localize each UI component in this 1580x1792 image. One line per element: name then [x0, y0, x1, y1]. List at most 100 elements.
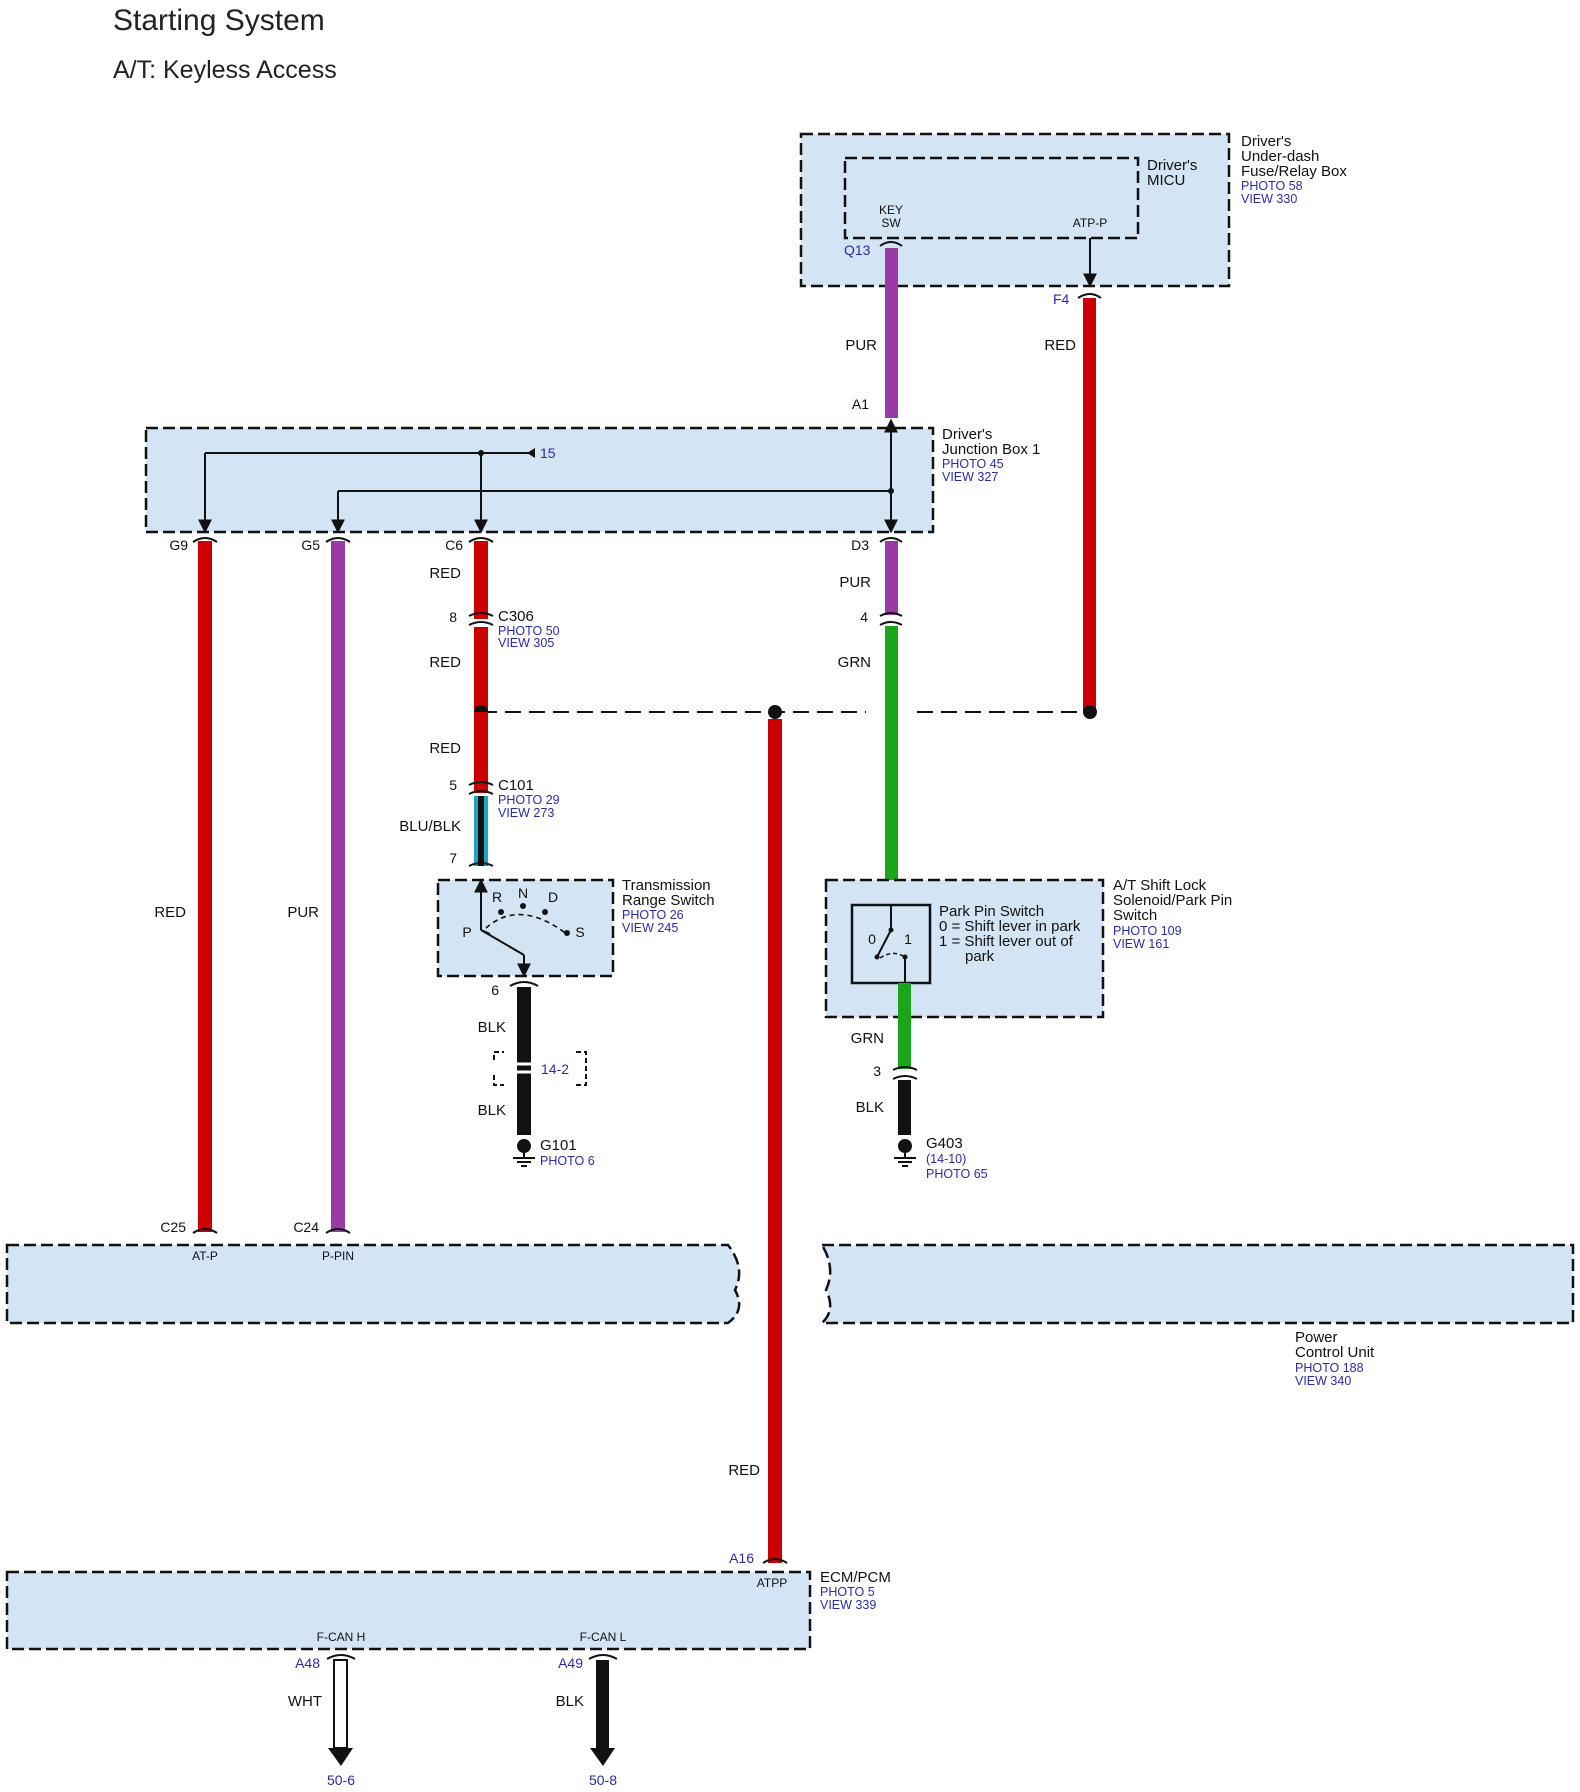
- wire-g9: [198, 541, 212, 1232]
- wire-label-c101: BLU/BLK: [399, 818, 461, 835]
- pcu-name1: Power: [1295, 1329, 1338, 1346]
- shift-lock-pin-out: 3: [873, 1063, 881, 1079]
- junction-box-photo: PHOTO 45: [942, 457, 1004, 471]
- trs-p: P: [462, 924, 471, 940]
- shift-lock-name1: A/T Shift Lock: [1113, 877, 1207, 894]
- park-pin-zero: 0: [868, 931, 876, 947]
- wire-trs-g101: [517, 987, 531, 1135]
- pcu-ppin-label: P-PIN: [322, 1249, 354, 1263]
- wire-ecm-atpp: [768, 719, 782, 1563]
- wire-label-wht: WHT: [288, 1693, 322, 1710]
- junction-ref-15: 15: [540, 445, 556, 461]
- ecm-atpp-label: ATPP: [757, 1576, 787, 1590]
- wire-label-c101-top: RED: [429, 740, 461, 757]
- pcu-view: VIEW 340: [1295, 1374, 1351, 1388]
- pcu-name2: Control Unit: [1295, 1344, 1375, 1361]
- pcu-atp-label: AT-P: [192, 1249, 218, 1263]
- wire-fcan-h: [333, 1659, 348, 1749]
- wire-g5: [331, 541, 345, 1232]
- connector-c101: 5 C101 PHOTO 29 VIEW 273: [449, 777, 559, 820]
- wire-label-park-out: GRN: [851, 1030, 884, 1047]
- park-pin-desc4: park: [965, 948, 995, 965]
- pin-c6: C6: [445, 537, 463, 553]
- g403-name: G403: [926, 1135, 963, 1152]
- fuse-relay-box: Driver's Under-dash Fuse/Relay Box PHOTO…: [799, 132, 1347, 307]
- ecm-name: ECM/PCM: [820, 1569, 891, 1586]
- shift-lock-pin-in: 4: [860, 609, 868, 625]
- pin-g5: G5: [301, 537, 320, 553]
- g403-photo: PHOTO 65: [926, 1167, 988, 1181]
- ecm-dest-h: 50-6: [327, 1772, 355, 1788]
- park-pin-desc3: 1 = Shift lever out of: [939, 933, 1074, 950]
- wire-f4: [1083, 298, 1096, 712]
- connector-c306: 8 C306 PHOTO 50 VIEW 305: [449, 608, 559, 650]
- fuse-box-view: VIEW 330: [1241, 192, 1297, 206]
- wire-g403: [898, 1080, 911, 1135]
- ground-g101: G101 PHOTO 6: [513, 1137, 595, 1168]
- junction-box: Driver's Junction Box 1 PHOTO 45 VIEW 32…: [144, 396, 1040, 553]
- c101-name: C101: [498, 777, 534, 794]
- wire-c306-splice: [474, 627, 488, 713]
- ecm-pin-a48: A48: [295, 1655, 320, 1671]
- fuse-box-photo: PHOTO 58: [1241, 179, 1303, 193]
- c306-view: VIEW 305: [498, 636, 554, 650]
- trs-photo: PHOTO 26: [622, 908, 684, 922]
- ecm-fcanl-label: F-CAN L: [580, 1630, 627, 1644]
- wire-label-f4: RED: [1044, 337, 1076, 354]
- micu-name1: Driver's: [1147, 157, 1197, 174]
- fuse-box-name1: Driver's: [1241, 133, 1291, 150]
- ground-g403: G403 (14-10) PHOTO 65: [894, 1135, 988, 1181]
- fuse-box-name3: Fuse/Relay Box: [1241, 163, 1347, 180]
- wire-grn: [885, 626, 898, 904]
- wire-label-c6: RED: [429, 565, 461, 582]
- pcu-pin-c24: C24: [293, 1219, 319, 1235]
- atp-p-label: ATP-P: [1073, 216, 1107, 230]
- c306-name: C306: [498, 608, 534, 625]
- wire-splice-c101: [474, 712, 488, 793]
- trs-view: VIEW 245: [622, 921, 678, 935]
- junction-box-name1: Driver's: [942, 426, 992, 443]
- shift-lock-photo: PHOTO 109: [1113, 924, 1182, 938]
- splice-14-2: 14-2: [493, 1051, 587, 1086]
- ecm-pin-a49: A49: [558, 1655, 583, 1671]
- c101-photo: PHOTO 29: [498, 793, 560, 807]
- wire-park-out: [898, 983, 911, 1069]
- pin-d3: D3: [851, 537, 869, 553]
- park-pin-desc1: Park Pin Switch: [939, 903, 1044, 920]
- wire-label-g5: PUR: [287, 904, 319, 921]
- trs-d: D: [548, 889, 558, 905]
- c101-pin-top: 5: [449, 777, 457, 793]
- wire-label-c306: RED: [429, 654, 461, 671]
- c306-photo: PHOTO 50: [498, 624, 560, 638]
- micu-name2: MICU: [1147, 172, 1185, 189]
- ecm-view: VIEW 339: [820, 1598, 876, 1612]
- g403-ref: (14-10): [926, 1152, 966, 1166]
- wire-label-q13-a1: PUR: [845, 337, 877, 354]
- trs-name1: Transmission: [622, 877, 711, 894]
- trs-s: S: [575, 924, 584, 940]
- key-sw-label2: SW: [881, 216, 901, 230]
- ecm-pcm: A16 ATPP ECM/PCM PHOTO 5 VIEW 339 F-CAN …: [5, 1550, 891, 1651]
- shift-lock-name2: Solenoid/Park Pin: [1113, 892, 1232, 909]
- wire-label-trs-bot: BLK: [478, 1102, 506, 1119]
- wire-label-d3: PUR: [839, 574, 871, 591]
- shift-lock-name3: Switch: [1113, 907, 1157, 924]
- wire-label-trs-top: BLK: [478, 1019, 506, 1036]
- splice-point-center: [768, 705, 782, 719]
- trs-name2: Range Switch: [622, 892, 715, 909]
- pin-q13: Q13: [844, 242, 871, 258]
- splice-14-2-label: 14-2: [541, 1061, 569, 1077]
- shift-lock-view: VIEW 161: [1113, 937, 1169, 951]
- park-pin-one: 1: [904, 931, 912, 947]
- splice-point-right: [1083, 705, 1097, 719]
- pin-g9: G9: [169, 537, 188, 553]
- wire-label-grn: GRN: [838, 654, 871, 671]
- fuse-box-name2: Under-dash: [1241, 148, 1319, 165]
- wire-q13-a1: [885, 248, 898, 418]
- park-pin-desc2: 0 = Shift lever in park: [939, 918, 1081, 935]
- ecm-pin-a16: A16: [729, 1550, 754, 1566]
- trs-pin-out: 6: [491, 982, 499, 998]
- c101-view: VIEW 273: [498, 806, 554, 820]
- trs-n: N: [518, 885, 528, 901]
